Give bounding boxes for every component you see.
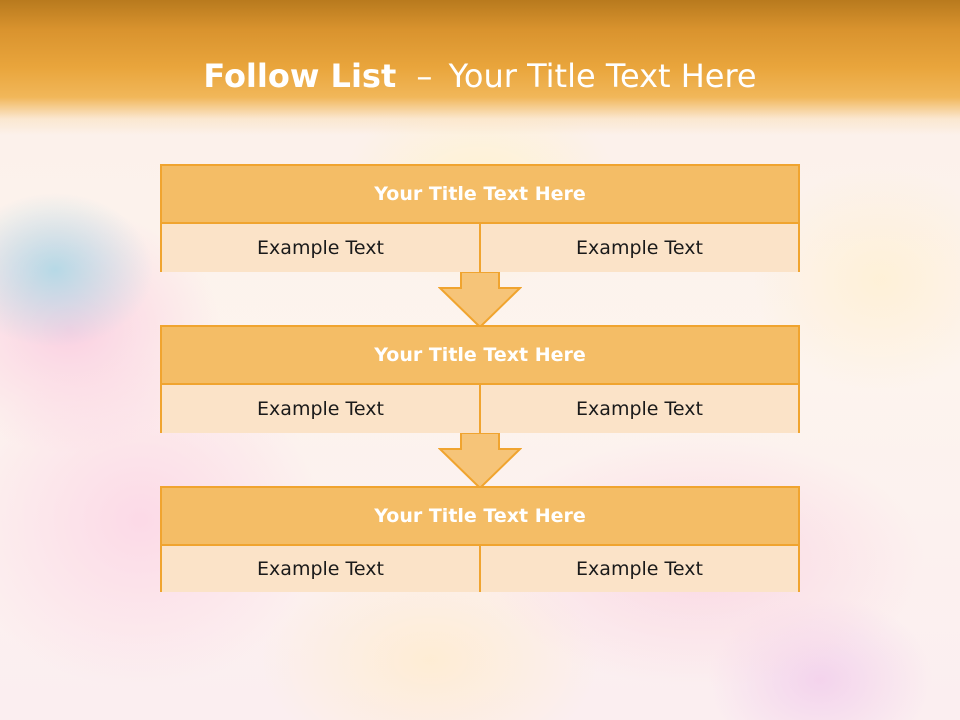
step-cell-right: Example Text	[479, 224, 798, 272]
step-cell-right: Example Text	[479, 385, 798, 433]
step-cell-left: Example Text	[162, 224, 479, 272]
step-row: Example Text Example Text	[162, 224, 798, 272]
slide-title: Follow List – Your Title Text Here	[0, 52, 960, 100]
step-row: Example Text Example Text	[162, 385, 798, 433]
step-row: Example Text Example Text	[162, 546, 798, 592]
title-separator: –	[416, 57, 433, 95]
step-cell-left: Example Text	[162, 546, 479, 592]
step-box-1: Your Title Text Here Example Text Exampl…	[160, 164, 800, 272]
step-heading: Your Title Text Here	[162, 327, 798, 385]
header-band	[0, 0, 960, 135]
step-cell-right: Example Text	[479, 546, 798, 592]
down-arrow-icon	[438, 433, 522, 489]
title-rest: Your Title Text Here	[448, 57, 757, 95]
step-heading: Your Title Text Here	[162, 166, 798, 224]
step-heading: Your Title Text Here	[162, 488, 798, 546]
down-arrow-icon	[438, 272, 522, 328]
step-box-3: Your Title Text Here Example Text Exampl…	[160, 486, 800, 592]
title-bold: Follow List	[203, 57, 397, 95]
step-cell-left: Example Text	[162, 385, 479, 433]
step-box-2: Your Title Text Here Example Text Exampl…	[160, 325, 800, 433]
